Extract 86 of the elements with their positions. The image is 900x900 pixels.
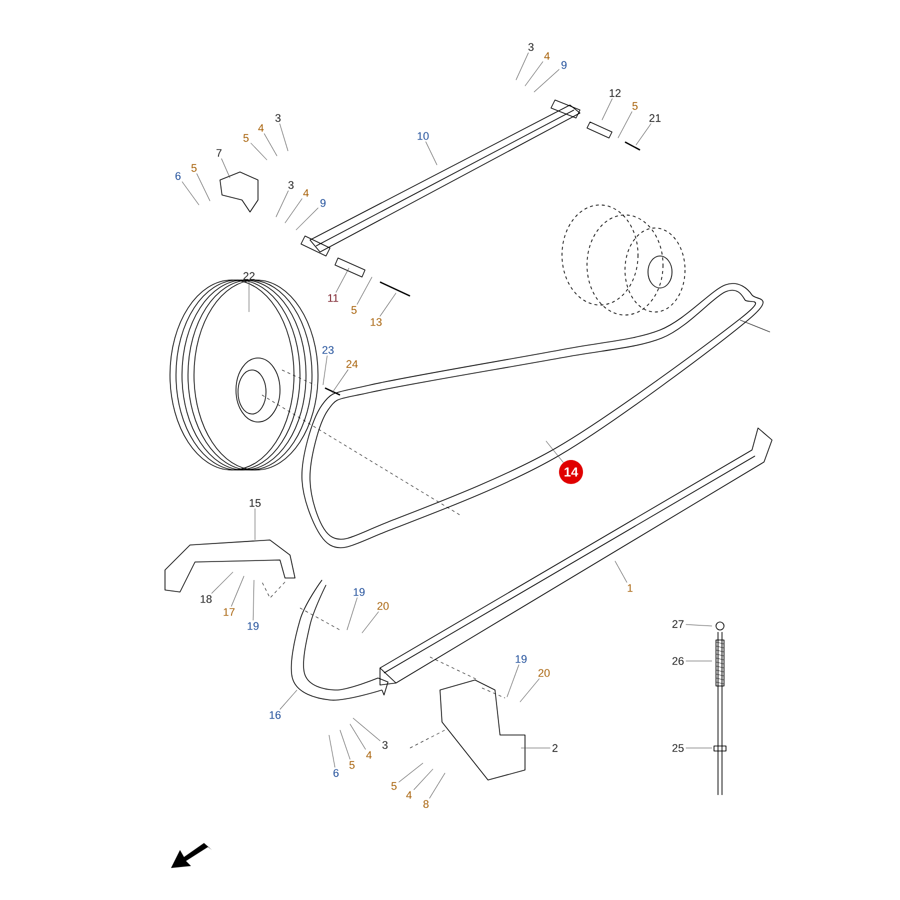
leader-line	[686, 624, 712, 626]
leader-line	[602, 98, 613, 120]
leader-line	[546, 440, 564, 463]
leader-line	[252, 580, 254, 621]
callout-number: 4	[258, 124, 264, 132]
callout-number: 5	[243, 134, 249, 142]
leader-line	[362, 611, 379, 634]
callout-number: 26	[672, 657, 684, 665]
callout-number: 4	[303, 189, 309, 197]
leader-line	[340, 730, 350, 760]
leader-line	[221, 158, 230, 178]
leader-line	[346, 597, 358, 630]
callout-number: 3	[528, 43, 534, 51]
leader-line	[211, 572, 234, 594]
leader-line	[332, 369, 348, 394]
callout-number: 3	[275, 114, 281, 122]
callout-number: 9	[561, 61, 567, 69]
callout-number: 11	[328, 294, 338, 302]
callout-number: 7	[216, 149, 222, 157]
callout-number: 4	[366, 751, 372, 759]
callout-number: 12	[610, 89, 621, 97]
callout-number: 24	[346, 360, 358, 368]
leader-line	[264, 133, 278, 156]
leader-line	[196, 173, 210, 202]
callout-number: 6	[176, 172, 181, 180]
callout-number: 4	[544, 52, 550, 60]
callout-number: 5	[191, 164, 197, 172]
leader-line	[356, 276, 372, 305]
leader-line	[276, 190, 289, 218]
leader-line	[614, 560, 628, 583]
callout-number: 13	[370, 318, 382, 326]
callout-number: 5	[391, 782, 397, 790]
callout-number: 19	[248, 622, 259, 630]
callout-number: 10	[418, 132, 429, 140]
leader-line	[350, 724, 366, 750]
leader-line	[279, 123, 288, 152]
callout-number: 15	[250, 499, 261, 507]
callout-number: 21	[649, 114, 661, 122]
callout-number: 27	[672, 620, 684, 628]
leader-line	[398, 762, 424, 782]
callout-number: 19	[516, 655, 527, 663]
leader-line	[248, 281, 250, 312]
callout-number: 4	[406, 791, 412, 799]
leader-line	[336, 268, 350, 293]
leader-line	[322, 355, 328, 386]
callout-number: 20	[377, 602, 389, 610]
leader-line	[296, 208, 318, 230]
leader-line	[280, 690, 298, 710]
leader-line	[284, 198, 302, 224]
leader-line	[182, 181, 200, 206]
callout-number: 19	[354, 588, 365, 596]
callout-number: 5	[349, 761, 355, 769]
callout-number: 25	[672, 744, 684, 752]
leader-line	[328, 734, 336, 768]
leader-line	[380, 292, 396, 317]
leader-line	[520, 678, 540, 702]
leader-line	[429, 772, 446, 799]
leader-line	[254, 508, 256, 540]
leader-line	[250, 142, 268, 160]
leader-line	[352, 718, 380, 742]
leader-line	[231, 576, 244, 607]
callout-badge: 14	[559, 460, 583, 484]
callout-number: 1	[628, 584, 633, 592]
leader-line	[524, 61, 544, 86]
leader-line	[618, 111, 632, 138]
callout-number: 22	[243, 272, 255, 280]
callout-number: 5	[351, 306, 357, 314]
leader-line	[686, 660, 712, 662]
callout-number: 2	[552, 744, 558, 752]
callout-number: 8	[423, 800, 429, 808]
leader-line	[516, 52, 529, 80]
callout-number: 5	[632, 102, 638, 110]
callout-number: 18	[200, 595, 212, 603]
callout-number: 16	[270, 711, 281, 719]
callout-number: 17	[224, 608, 235, 616]
leader-line	[636, 123, 652, 146]
callout-number: 3	[382, 741, 388, 749]
leader-line	[534, 69, 560, 92]
leader-line	[414, 768, 434, 790]
leader-line	[506, 664, 520, 698]
callout-number: 23	[322, 346, 334, 354]
callout-number: 9	[320, 199, 326, 207]
callout-number: 20	[538, 669, 550, 677]
callout-number: 6	[334, 769, 339, 777]
leader-line	[425, 141, 438, 166]
callout-number: 3	[288, 181, 294, 189]
